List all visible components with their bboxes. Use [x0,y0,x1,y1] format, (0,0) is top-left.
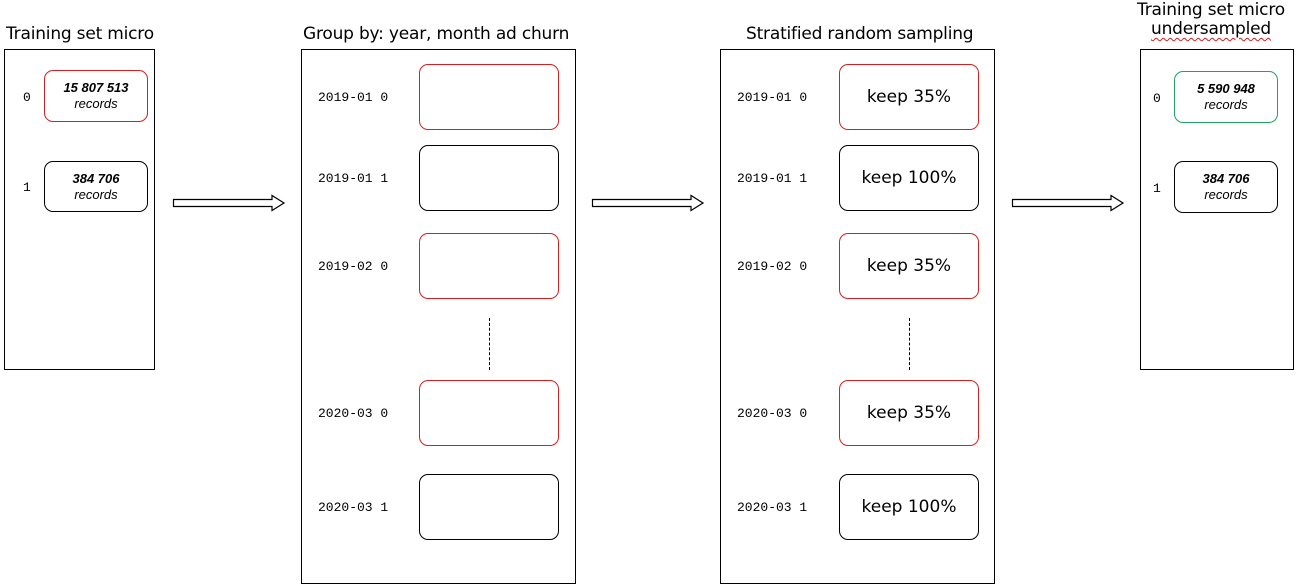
group-by-panel: 2019-01 0 2019-01 1 2019-02 0 2020-03 0 … [301,49,576,584]
record-count: 384 706 [1202,171,1250,186]
group-key: 2019-02 0 [737,259,808,274]
keep-box: keep 35% [839,233,979,299]
record-count: 15 807 513 [63,80,129,95]
group-key: 2019-01 1 [737,171,808,186]
class-0-records-box: 5 590 948 records [1174,71,1278,123]
stratified-sampling-title: Stratified random sampling [746,24,974,44]
record-unit: records [1204,97,1248,112]
group-key: 2019-01 1 [318,171,389,186]
group-box [419,145,559,211]
group-box [419,64,559,130]
flow-arrow-2-icon [591,194,705,212]
ellipsis-divider [489,318,490,370]
group-key: 2020-03 1 [318,500,389,515]
ellipsis-divider [909,318,910,370]
group-box [419,474,559,540]
keep-box: keep 100% [839,474,979,540]
record-unit: records [74,96,118,111]
class-0-key: 0 [1153,91,1161,106]
flow-arrow-1-icon [172,194,286,212]
record-unit: records [1204,187,1248,202]
class-1-records-box: 384 706 records [1174,161,1278,213]
undersampled-title: Training set micro undersampled [1128,1,1294,39]
class-1-key: 1 [1153,181,1161,196]
group-key: 2020-03 1 [737,500,808,515]
keep-label: keep 35% [866,256,952,276]
group-key: 2020-03 0 [318,406,389,421]
undersampled-title-line2: undersampled [1151,19,1271,39]
class-0-key: 0 [23,90,31,105]
training-set-panel: 0 15 807 513 records 1 384 706 records [4,49,155,370]
class-0-records-box: 15 807 513 records [44,70,148,122]
training-set-title: Training set micro [6,24,154,44]
keep-box: keep 100% [839,145,979,211]
undersampled-title-line1: Training set micro [1137,0,1285,20]
sampling-panel: 2019-01 0 keep 35% 2019-01 1 keep 100% 2… [720,49,995,584]
record-unit: records [74,186,118,202]
record-count: 384 706 [72,170,120,186]
group-key: 2019-02 0 [318,259,389,274]
undersampled-panel: 0 5 590 948 records 1 384 706 records [1140,49,1294,370]
keep-label: keep 100% [861,497,957,517]
keep-label: keep 35% [866,87,952,107]
group-box [419,380,559,446]
class-1-key: 1 [23,180,31,195]
group-key: 2019-01 0 [737,90,808,105]
keep-box: keep 35% [839,64,979,130]
keep-label: keep 100% [861,168,957,188]
group-by-title: Group by: year, month ad churn [303,24,570,44]
record-count: 5 590 948 [1197,81,1255,96]
keep-box: keep 35% [839,380,979,446]
group-key: 2019-01 0 [318,90,389,105]
flow-arrow-3-icon [1011,194,1125,212]
keep-label: keep 35% [866,403,952,423]
group-box [419,233,559,299]
group-key: 2020-03 0 [737,406,808,421]
class-1-records-box: 384 706 records [44,161,148,212]
